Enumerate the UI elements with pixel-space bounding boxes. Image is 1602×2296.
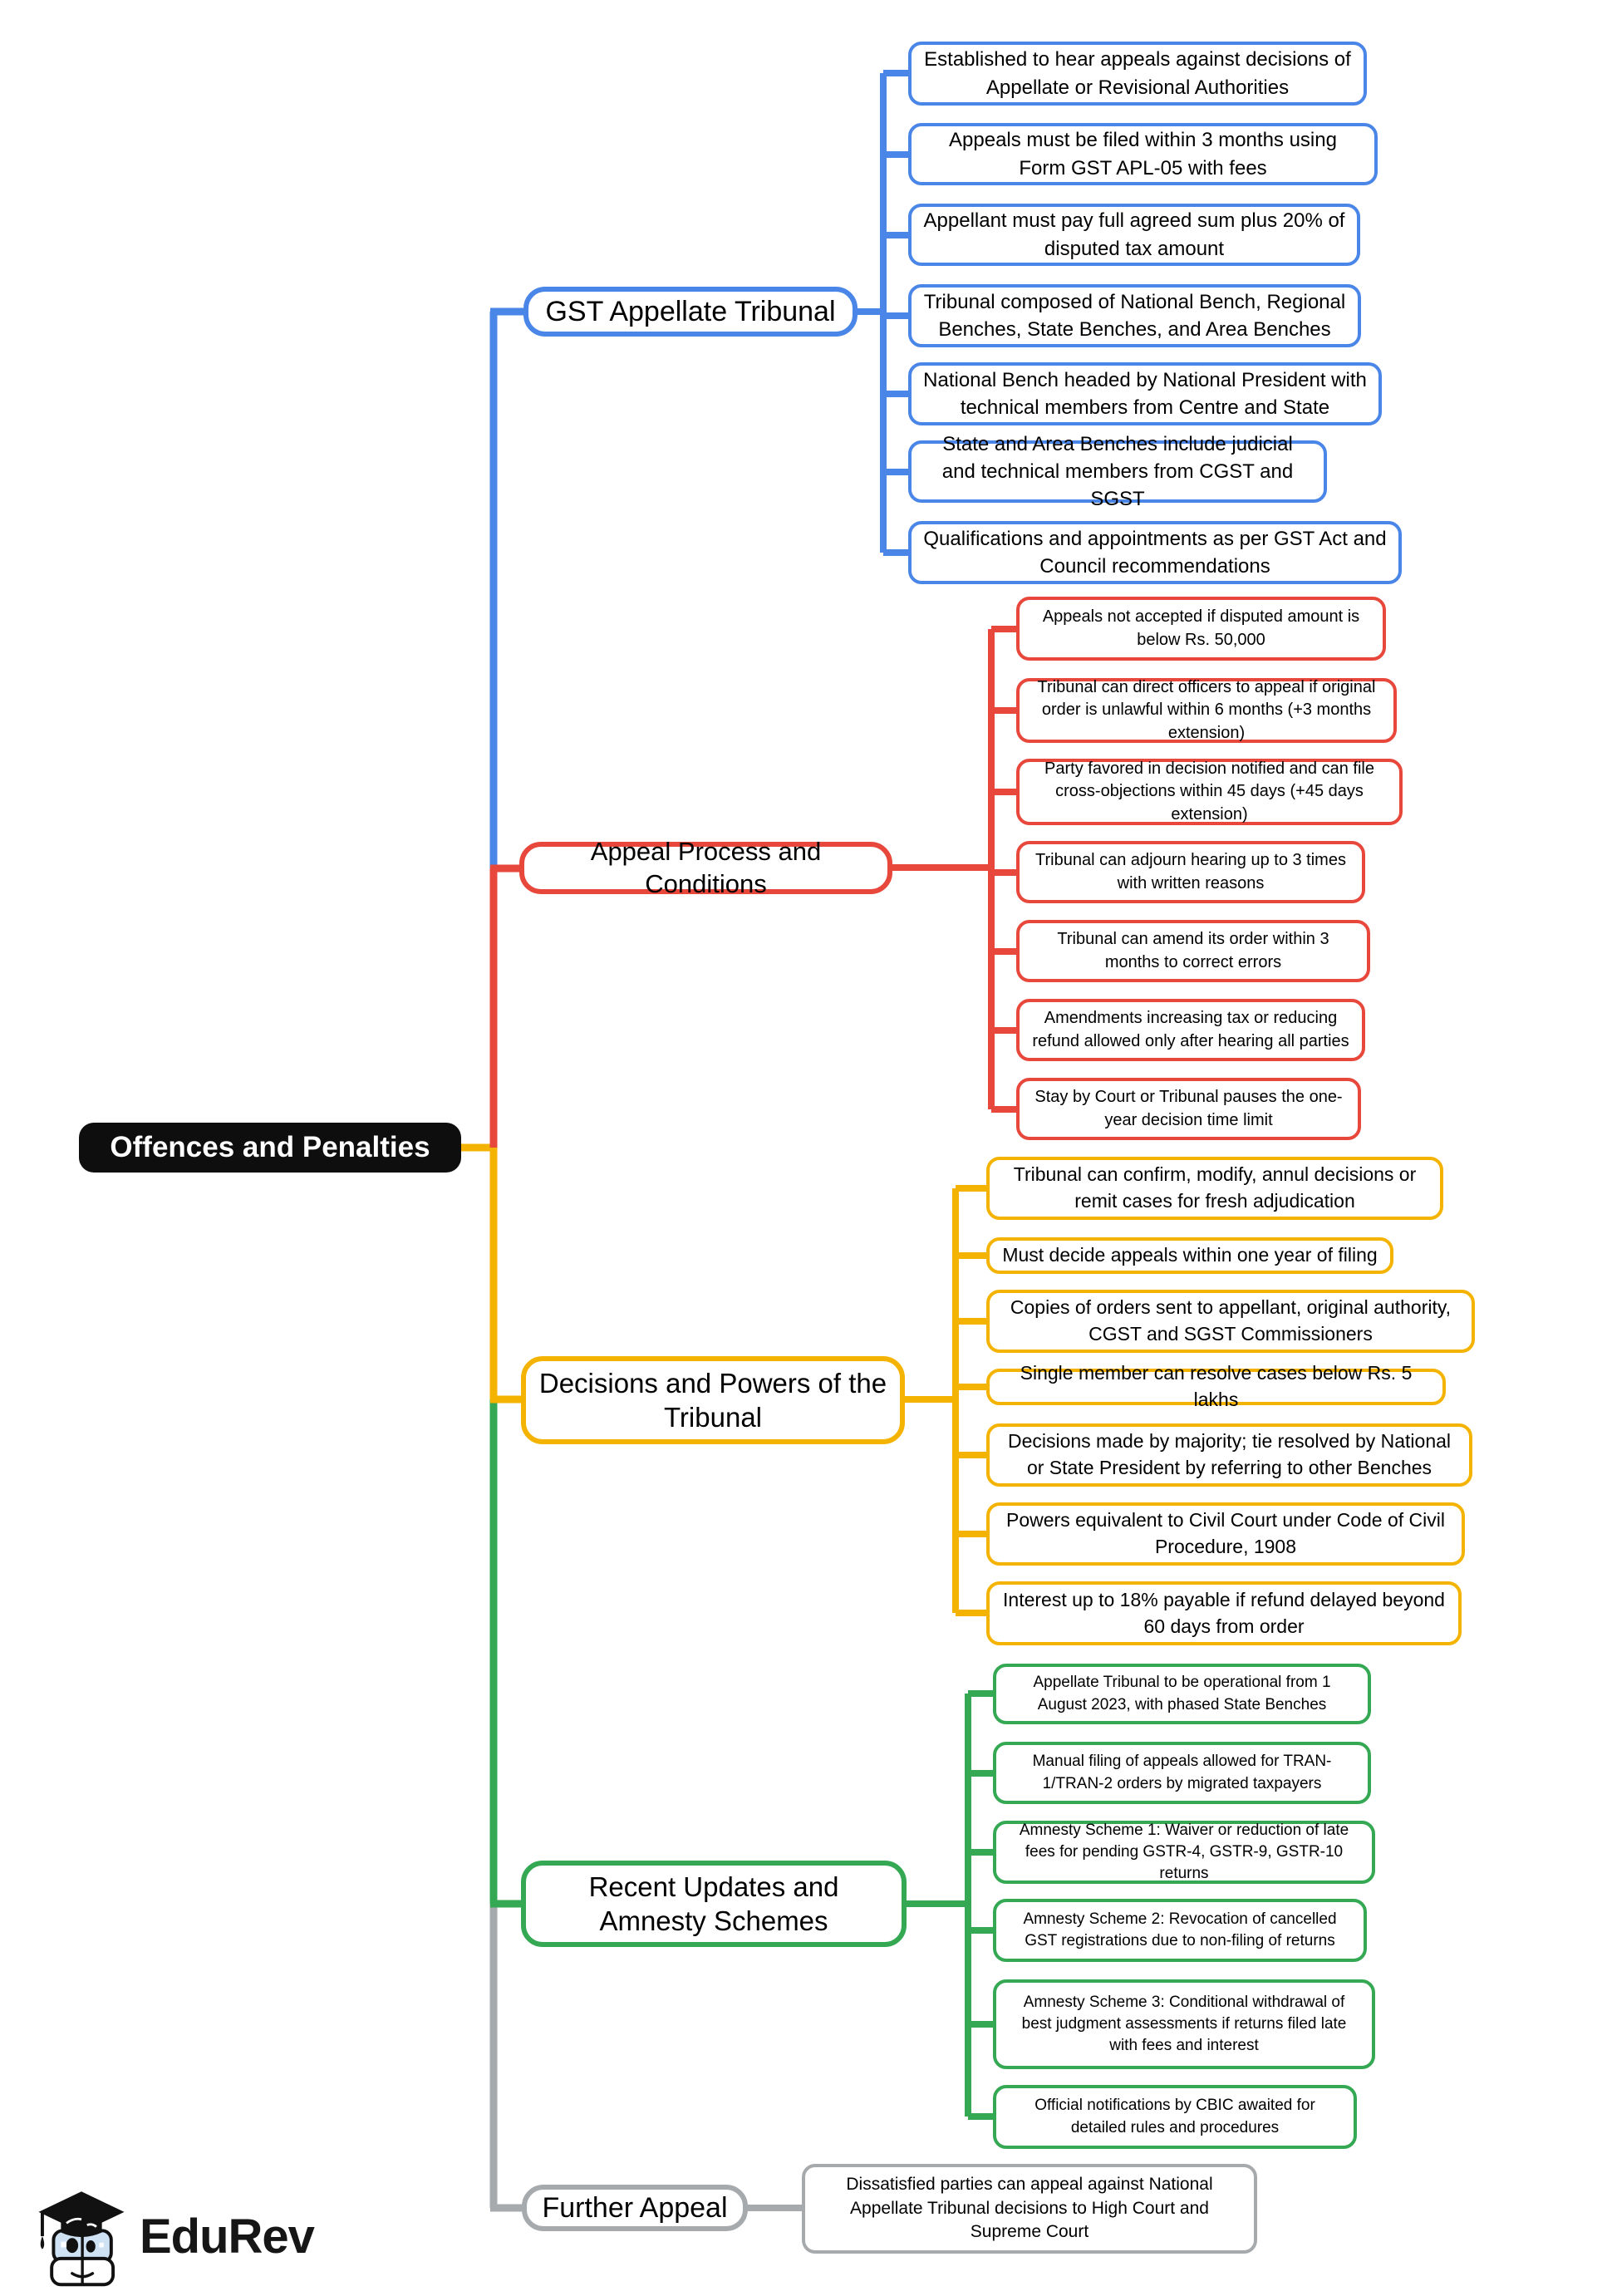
child-node: Amnesty Scheme 1: Waiver or reduction of… (993, 1821, 1375, 1884)
child-node: Must decide appeals within one year of f… (986, 1237, 1393, 1274)
child-node: Qualifications and appointments as per G… (908, 521, 1402, 584)
child-node: Tribunal can amend its order within 3 mo… (1016, 920, 1370, 982)
branch-node-decisions-powers: Decisions and Powers of the Tribunal (521, 1356, 905, 1444)
child-node: Appellate Tribunal to be operational fro… (993, 1664, 1371, 1724)
child-node: Official notifications by CBIC awaited f… (993, 2085, 1357, 2149)
branch-node-further-appeal: Further Appeal (522, 2185, 748, 2231)
child-node: Tribunal can adjourn hearing up to 3 tim… (1016, 841, 1365, 903)
child-node: Manual filing of appeals allowed for TRA… (993, 1742, 1371, 1804)
child-node: Dissatisfied parties can appeal against … (802, 2164, 1257, 2254)
child-node: Amnesty Scheme 2: Revocation of cancelle… (993, 1899, 1367, 1962)
edurev-logo-text: EduRev (140, 2209, 315, 2264)
root-node: Offences and Penalties (79, 1123, 461, 1173)
child-node: Tribunal composed of National Bench, Reg… (908, 284, 1361, 347)
child-node: Decisions made by majority; tie resolved… (986, 1423, 1472, 1487)
branch-node-recent-updates: Recent Updates and Amnesty Schemes (521, 1861, 907, 1947)
child-node: Amnesty Scheme 3: Conditional withdrawal… (993, 1979, 1375, 2069)
child-node: National Bench headed by National Presid… (908, 362, 1382, 425)
child-node: Tribunal can direct officers to appeal i… (1016, 678, 1397, 743)
child-node: Established to hear appeals against deci… (908, 42, 1367, 106)
child-node: Appeals must be filed within 3 months us… (908, 123, 1378, 185)
child-node: Appellant must pay full agreed sum plus … (908, 204, 1360, 266)
child-node: State and Area Benches include judicial … (908, 433, 1327, 510)
edurev-logo: EduRev (35, 2184, 315, 2289)
child-node: Party favored in decision notified and c… (1016, 759, 1403, 825)
edurev-logo-icon (38, 2191, 125, 2287)
child-node: Appeals not accepted if disputed amount … (1016, 597, 1386, 661)
branch-node-appeal-process: Appeal Process and Conditions (519, 837, 892, 898)
child-node: Powers equivalent to Civil Court under C… (986, 1502, 1465, 1566)
child-node: Tribunal can confirm, modify, annul deci… (986, 1157, 1443, 1220)
child-node: Single member can resolve cases below Rs… (986, 1362, 1446, 1410)
child-node: Amendments increasing tax or reducing re… (1016, 999, 1365, 1061)
branch-node-gst-appellate-tribunal: GST Appellate Tribunal (523, 287, 858, 337)
child-node: Copies of orders sent to appellant, orig… (986, 1290, 1475, 1353)
child-node: Interest up to 18% payable if refund del… (986, 1581, 1462, 1645)
child-node: Stay by Court or Tribunal pauses the one… (1016, 1078, 1361, 1140)
